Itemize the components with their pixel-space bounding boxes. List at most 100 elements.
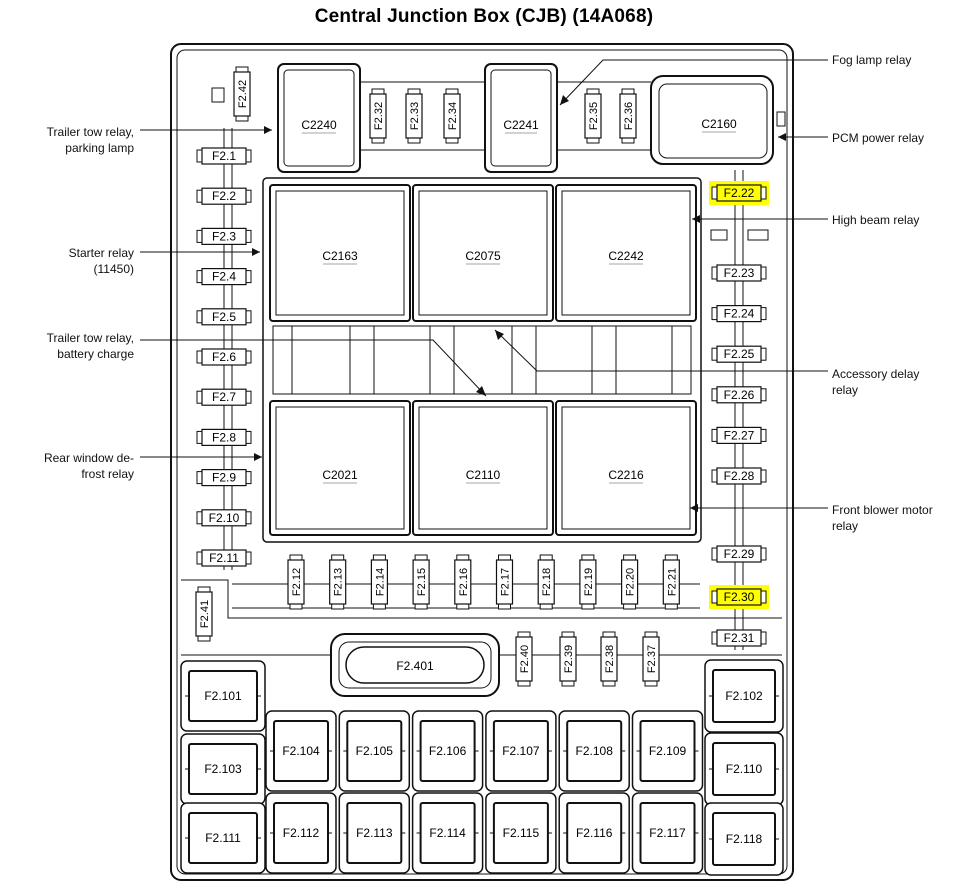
middle-slot-strip	[272, 325, 692, 395]
label-line: Trailer tow relay,	[46, 331, 134, 345]
fuse-label: F2.105	[356, 744, 394, 758]
label-rear-window-defrost-relay: Rear window de- frost relay	[44, 450, 134, 482]
fuse-f2109: F2.109	[631, 710, 704, 792]
fuse-label: F2.24	[724, 307, 755, 321]
fuse-label: F2.108	[576, 744, 614, 758]
fuse-label: F2.117	[649, 826, 686, 840]
fuse-label: F2.35	[588, 102, 600, 130]
fuse-label: F2.21	[666, 568, 678, 596]
fuse-f2106: F2.106	[411, 710, 484, 792]
label-line: frost relay	[81, 467, 134, 481]
label-trailer-tow-battery-charge: Trailer tow relay, battery charge	[47, 330, 134, 362]
fuse-f239: F2.39	[559, 631, 577, 687]
fuse-f237: F2.37	[642, 631, 660, 687]
fuse-label: F2.15	[416, 568, 428, 596]
svg-text:C2075: C2075	[465, 249, 501, 263]
fuse-f2104: F2.104	[265, 710, 337, 792]
fuse-f2107: F2.107	[485, 710, 557, 792]
connector-c2021: C2021	[269, 400, 411, 536]
fuse-f212: F2.12	[287, 554, 305, 610]
svg-text:C2110: C2110	[466, 468, 501, 482]
fuse-f2101: F2.101	[180, 660, 266, 732]
svg-text:C2160: C2160	[701, 117, 737, 131]
lower-frame	[181, 579, 782, 619]
fuse-label: F2.104	[282, 744, 320, 758]
fuse-f2113: F2.113	[338, 792, 411, 874]
fuse-f231: F2.31	[711, 629, 767, 647]
middle-slot-dividers	[291, 326, 673, 394]
fuse-label: F2.2	[212, 189, 236, 203]
connector-c2110: C2110	[412, 400, 554, 536]
fuse-f2108: F2.108	[558, 710, 630, 792]
fuse-label: F2.18	[541, 568, 553, 596]
fuse-label: F2.37	[646, 645, 658, 673]
fuse-f229: F2.29	[711, 545, 767, 563]
fuse-label: F2.112	[283, 826, 320, 840]
label-line: battery charge	[57, 347, 134, 361]
connector-c2163: C2163	[269, 184, 411, 322]
fuse-f24: F2.4	[196, 268, 252, 286]
small-slot	[211, 87, 225, 103]
connector-c2160: C2160	[650, 75, 774, 165]
fuse-label: F2.8	[212, 430, 236, 444]
fuse-label: F2.17	[500, 568, 512, 596]
connector-c2075: C2075	[412, 184, 554, 322]
fuse-f2102: F2.102	[704, 659, 784, 733]
fuse-f227: F2.27	[711, 426, 767, 444]
fuse-label: F2.1	[212, 149, 236, 163]
leader-lines	[140, 59, 828, 509]
fuse-label: F2.6	[212, 350, 236, 364]
label-front-blower-motor-relay: Front blower motor relay	[832, 502, 933, 534]
fuse-f2114: F2.114	[411, 792, 484, 874]
fuse-label: F2.16	[458, 568, 470, 596]
small-slot	[776, 111, 786, 127]
fuse-f213: F2.13	[329, 554, 347, 610]
fuse-f217: F2.17	[495, 554, 514, 610]
fuse-f222: F2.22	[709, 181, 769, 205]
fuse-f235: F2.35	[584, 88, 602, 144]
fuse-label: F2.110	[726, 762, 763, 776]
label-line: parking lamp	[65, 141, 134, 155]
fuse-label: F2.10	[209, 511, 240, 525]
fuse-label: F2.102	[725, 689, 763, 703]
fuse-label: F2.39	[563, 645, 575, 673]
fuse-f211: F2.11	[196, 549, 252, 567]
fuse-label: F2.42	[237, 80, 249, 108]
fuse-f224: F2.24	[711, 305, 767, 323]
fuse-f2111: F2.111	[180, 802, 266, 874]
label-line: Rear window de-	[43, 451, 134, 465]
fuse-label: F2.32	[373, 102, 385, 130]
fuse-label: F2.34	[447, 102, 459, 130]
fuse-f2118: F2.118	[704, 802, 784, 876]
fuse-label: F2.40	[519, 645, 531, 673]
fuse-label: F2.3	[212, 229, 236, 243]
fuse-label: F2.33	[409, 102, 421, 130]
svg-text:C2021: C2021	[322, 468, 358, 482]
label-accessory-delay-relay: Accessory delay relay	[832, 366, 919, 398]
fuse-f236: F2.36	[619, 88, 637, 144]
fuse-f230: F2.30	[709, 585, 769, 609]
label-line: relay	[832, 519, 859, 533]
cjb-housing-inner	[176, 49, 788, 875]
svg-text:C2242: C2242	[608, 249, 644, 263]
fuse-f22: F2.2	[196, 187, 252, 205]
fuse-label: F2.23	[724, 266, 755, 280]
diagram-title: Central Junction Box (CJB) (14A068)	[314, 6, 654, 27]
small-slot	[747, 229, 769, 241]
fuse-f240: F2.40	[515, 631, 533, 687]
fuse-f219: F2.19	[579, 554, 597, 610]
fuse-f25: F2.5	[196, 308, 252, 326]
label-line: relay	[832, 383, 859, 397]
fuse-label: F2.38	[604, 645, 616, 673]
fuse-label: F2.12	[291, 568, 303, 596]
fuse-label: F2.115	[503, 826, 540, 840]
fuse-f26: F2.6	[196, 348, 252, 366]
fuse-label: F2.111	[205, 831, 241, 845]
fuse-f218: F2.18	[537, 554, 555, 610]
fuse-f2112: F2.112	[265, 792, 337, 874]
label-high-beam-relay: High beam relay	[832, 213, 920, 227]
fuse-label: F2.106	[429, 744, 467, 758]
svg-text:C2216: C2216	[608, 468, 644, 482]
fuse-f221: F2.21	[662, 554, 680, 610]
